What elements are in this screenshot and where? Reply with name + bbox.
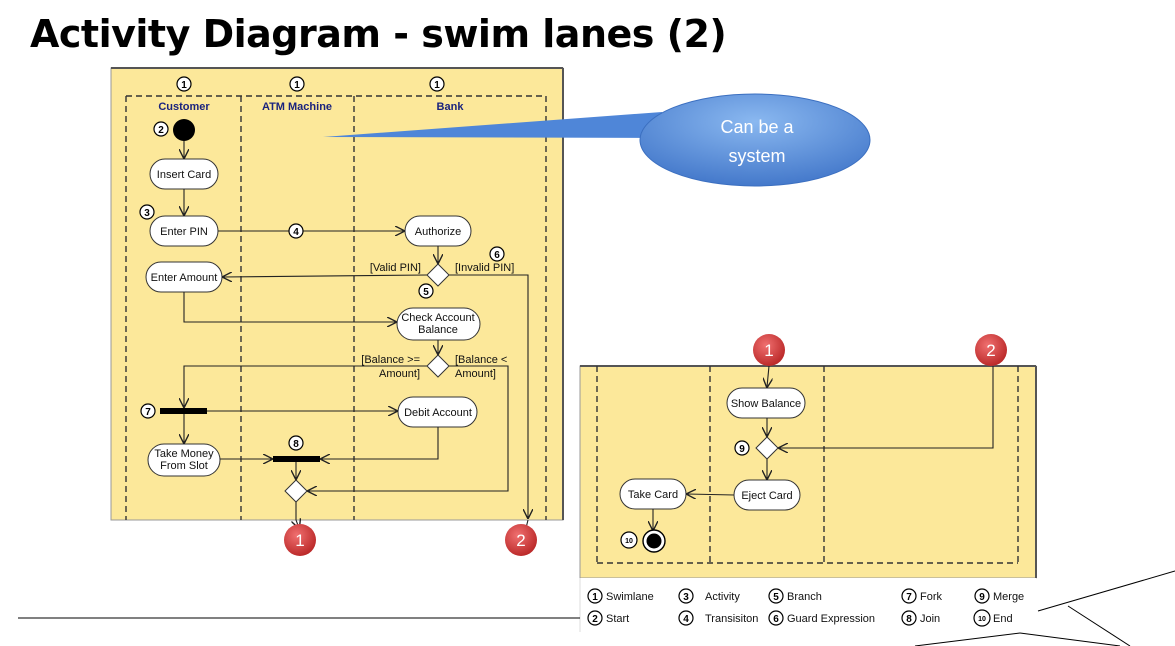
- legend-activity: Activity: [705, 591, 740, 603]
- legend-start: Start: [606, 613, 629, 625]
- number-3: 3: [144, 208, 150, 219]
- legend-branch: Branch: [787, 591, 822, 603]
- guard-balance-lt-line1: [Balance <: [455, 354, 507, 366]
- svg-text:6: 6: [773, 614, 779, 625]
- number-9: 9: [739, 444, 745, 455]
- svg-text:2: 2: [986, 341, 995, 360]
- connector-marker-1-incoming: 1: [753, 334, 785, 366]
- lane-bank-label: Bank: [437, 101, 465, 113]
- connector-marker-1: 1: [284, 524, 316, 556]
- activity-take-card: Take Card: [628, 489, 678, 501]
- fork-bar: [160, 408, 207, 414]
- svg-text:1: 1: [764, 341, 773, 360]
- activity-insert-card: Insert Card: [157, 169, 211, 181]
- svg-text:1: 1: [294, 80, 300, 91]
- number-8: 8: [293, 439, 299, 450]
- legend-merge: Merge: [993, 591, 1024, 603]
- svg-text:2: 2: [592, 614, 598, 625]
- callout-line2: system: [728, 146, 785, 166]
- svg-text:8: 8: [906, 614, 912, 625]
- lane-atm-label: ATM Machine: [262, 101, 332, 113]
- activity-take-money-line2: From Slot: [160, 460, 208, 472]
- legend-swimlane: Swimlane: [606, 591, 654, 603]
- legend-join: Join: [920, 613, 940, 625]
- activity-take-money-line1: Take Money: [154, 448, 214, 460]
- guard-balance-ge-line1: [Balance >=: [361, 354, 420, 366]
- number-10: 10: [625, 538, 633, 545]
- main-diagram-panel: Customer ATM Machine Bank 1 1 1 2 Insert…: [110, 67, 564, 521]
- svg-text:9: 9: [979, 592, 985, 603]
- svg-text:3: 3: [683, 592, 689, 603]
- svg-text:1: 1: [592, 592, 598, 603]
- lane-customer-label: Customer: [158, 101, 210, 113]
- slide-title: Activity Diagram - swim lanes (2): [30, 12, 727, 56]
- number-7: 7: [145, 407, 151, 418]
- svg-text:2: 2: [516, 531, 525, 550]
- decorative-slide-lines: [18, 570, 1175, 646]
- activity-enter-amount: Enter Amount: [151, 272, 218, 284]
- decision-nodes: [284, 263, 450, 503]
- svg-text:1: 1: [295, 531, 304, 550]
- transitions: [184, 141, 528, 520]
- number-2: 2: [158, 125, 164, 136]
- swimlane-borders: [125, 95, 547, 520]
- guard-balance-ge-line2: Amount]: [379, 368, 420, 380]
- start-node: [173, 119, 195, 141]
- continuation-diagram-panel: 1 2 Show Balance Eject Card Take Card 9: [579, 334, 1037, 579]
- connector-marker-2-incoming: 2: [975, 334, 1007, 366]
- svg-text:5: 5: [773, 592, 779, 603]
- callout-line1: Can be a: [720, 117, 794, 137]
- legend-fork: Fork: [920, 591, 943, 603]
- svg-text:1: 1: [434, 80, 440, 91]
- guard-valid-pin: [Valid PIN]: [370, 262, 421, 274]
- activity-check-balance-line1: Check Account: [401, 312, 474, 324]
- legend: 1 Swimlane 3 Activity 5 Branch 7 Fork 9 …: [579, 578, 1036, 632]
- activity-show-balance: Show Balance: [731, 398, 801, 410]
- guard-invalid-pin: [Invalid PIN]: [455, 262, 514, 274]
- legend-end: End: [993, 613, 1013, 625]
- activity-eject-card: Eject Card: [741, 490, 792, 502]
- guard-balance-lt-line2: Amount]: [455, 368, 496, 380]
- activity-check-balance-line2: Balance: [418, 324, 458, 336]
- number-5: 5: [423, 287, 429, 298]
- number-6: 6: [494, 250, 500, 261]
- legend-guard-expression: Guard Expression: [787, 613, 875, 625]
- svg-text:1: 1: [181, 80, 187, 91]
- activity-enter-pin: Enter PIN: [160, 226, 208, 238]
- callout-bubble: Can be a system: [323, 93, 871, 187]
- svg-text:4: 4: [683, 614, 689, 625]
- svg-text:7: 7: [906, 592, 912, 603]
- number-4: 4: [293, 227, 299, 238]
- connector-marker-2: 2: [505, 524, 537, 556]
- activity-debit-account: Debit Account: [404, 407, 472, 419]
- activity-authorize: Authorize: [415, 226, 461, 238]
- svg-text:10: 10: [978, 616, 986, 623]
- legend-transition: Transisiton: [705, 613, 758, 625]
- swimlane-number-markers: 1 1 1: [176, 76, 445, 92]
- join-bar: [273, 456, 320, 462]
